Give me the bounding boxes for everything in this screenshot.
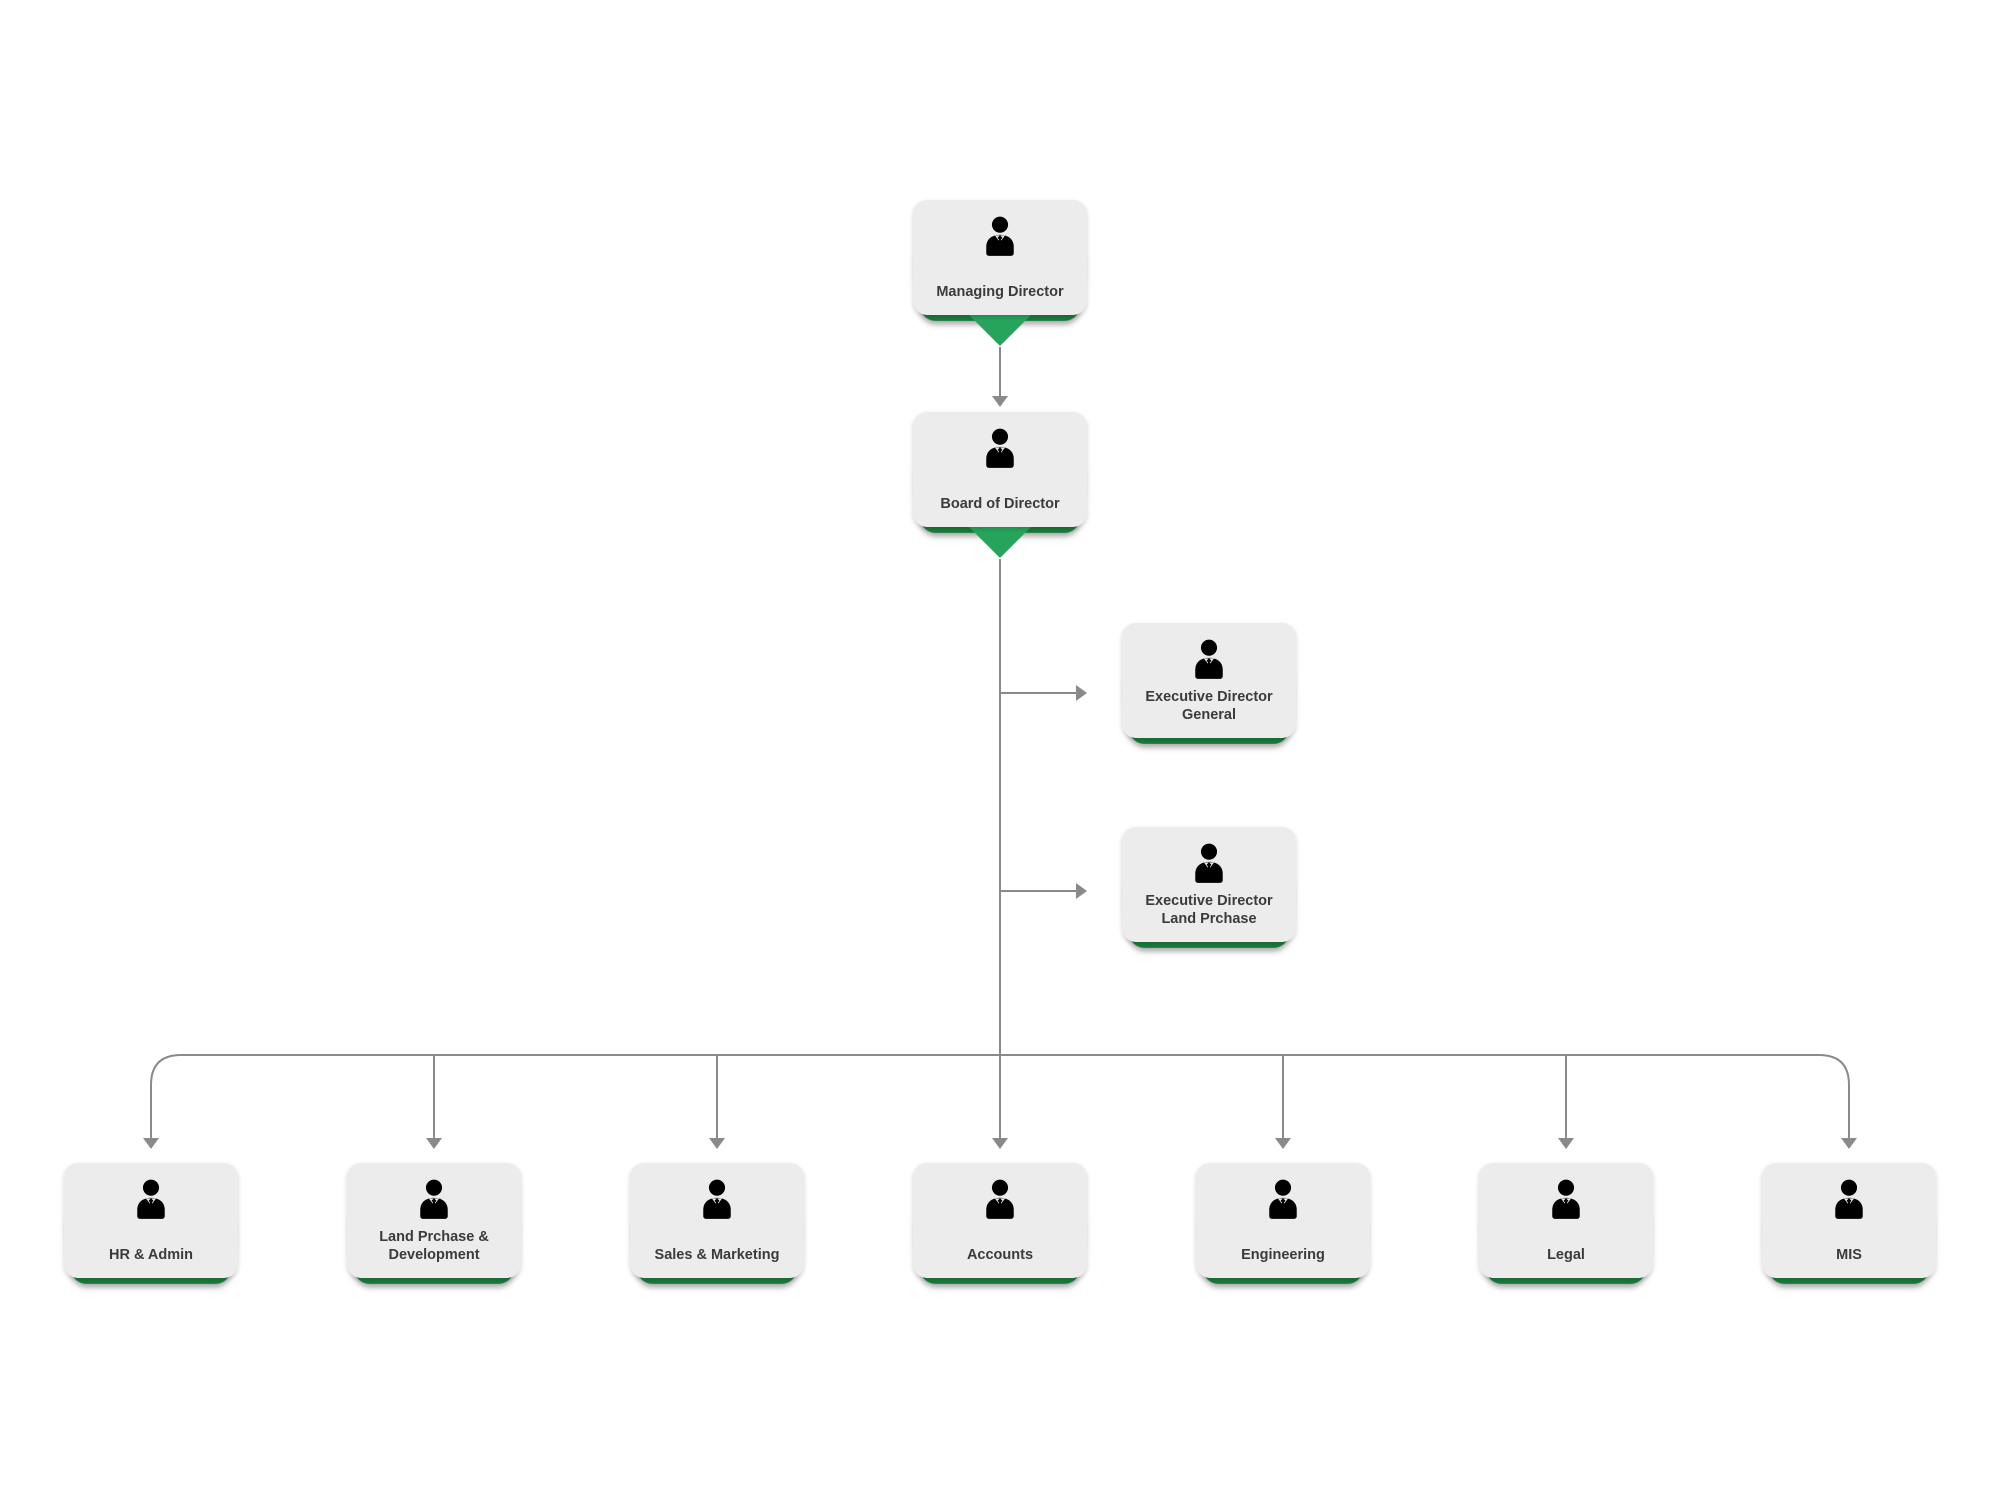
person-icon xyxy=(1192,842,1226,884)
node-label: Executive Director Land Prchase xyxy=(1145,892,1273,927)
node-label: Managing Director xyxy=(936,283,1064,300)
org-node-hr-admin[interactable]: HR & Admin xyxy=(64,1163,238,1284)
person-icon xyxy=(700,1178,734,1220)
expand-collapse-triangle-icon[interactable] xyxy=(967,525,1033,558)
node-label: Sales & Marketing xyxy=(654,1246,780,1263)
org-node-accounts[interactable]: Accounts xyxy=(913,1163,1087,1284)
node-card: Accounts xyxy=(913,1163,1087,1278)
org-node-board-of-director[interactable]: Board of Director xyxy=(913,412,1087,558)
node-card: Executive Director Land Prchase xyxy=(1122,827,1296,942)
org-node-legal[interactable]: Legal xyxy=(1479,1163,1653,1284)
org-node-executive-director-general[interactable]: Executive Director General xyxy=(1122,623,1296,744)
node-label: Accounts xyxy=(966,1246,1034,1263)
node-label: Engineering xyxy=(1241,1246,1325,1263)
node-card: Board of Director xyxy=(913,412,1087,527)
node-label: Land Prchase & Development xyxy=(379,1228,489,1263)
person-icon xyxy=(1832,1178,1866,1220)
person-icon xyxy=(1266,1178,1300,1220)
expand-collapse-triangle-icon[interactable] xyxy=(967,313,1033,346)
person-icon xyxy=(983,427,1017,469)
node-label: Legal xyxy=(1547,1246,1585,1263)
person-icon xyxy=(1192,638,1226,680)
node-card: Legal xyxy=(1479,1163,1653,1278)
org-node-land-prchase-development[interactable]: Land Prchase & Development xyxy=(347,1163,521,1284)
node-label: Executive Director General xyxy=(1145,688,1273,723)
node-label: Board of Director xyxy=(940,495,1060,512)
org-node-managing-director[interactable]: Managing Director xyxy=(913,200,1087,346)
node-card: Engineering xyxy=(1196,1163,1370,1278)
org-node-sales-marketing[interactable]: Sales & Marketing xyxy=(630,1163,804,1284)
node-label: MIS xyxy=(1836,1246,1862,1263)
node-card: Managing Director xyxy=(913,200,1087,315)
org-node-executive-director-land-prchase[interactable]: Executive Director Land Prchase xyxy=(1122,827,1296,948)
node-card: HR & Admin xyxy=(64,1163,238,1278)
person-icon xyxy=(1549,1178,1583,1220)
node-card: Sales & Marketing xyxy=(630,1163,804,1278)
node-card: Land Prchase & Development xyxy=(347,1163,521,1278)
node-card: Executive Director General xyxy=(1122,623,1296,738)
node-card: MIS xyxy=(1762,1163,1936,1278)
org-node-engineering[interactable]: Engineering xyxy=(1196,1163,1370,1284)
person-icon xyxy=(983,215,1017,257)
person-icon xyxy=(983,1178,1017,1220)
person-icon xyxy=(417,1178,451,1220)
node-label: HR & Admin xyxy=(108,1246,194,1263)
org-node-mis[interactable]: MIS xyxy=(1762,1163,1936,1284)
person-icon xyxy=(134,1178,168,1220)
